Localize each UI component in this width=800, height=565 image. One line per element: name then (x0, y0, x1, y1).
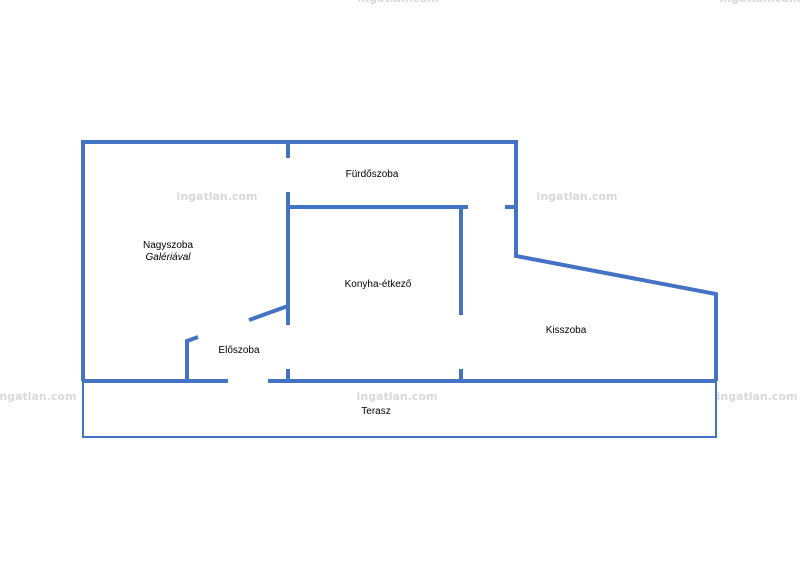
room-labels: Nagyszoba Galériával Fürdőszoba Konyha-é… (143, 169, 587, 417)
watermark-top-center: ingatlan.com (358, 0, 439, 5)
watermark-top-right: ingatlan.com (720, 0, 800, 5)
room-label-nagyszoba: Nagyszoba (143, 240, 193, 251)
room-label-kisszoba: Kisszoba (546, 325, 587, 336)
room-label-terasz: Terasz (361, 406, 390, 417)
watermark-mid-left: ingatlan.com (0, 390, 76, 403)
room-label-nagyszoba-sub: Galériával (145, 252, 191, 263)
room-label-furdoszoba: Fürdőszoba (346, 169, 399, 180)
exterior-walls (81, 140, 718, 383)
outer-wall-north-west (81, 140, 718, 381)
terrace-outline (82, 381, 717, 438)
terrace (82, 381, 717, 438)
hall-door-stub (185, 335, 199, 381)
interior-walls (185, 142, 516, 381)
watermark-mid-center: ingatlan.com (357, 390, 438, 403)
room-label-eloszoba: Előszoba (218, 345, 260, 356)
hall-diagonal-wall (248, 304, 289, 322)
room-label-konyha: Konyha-étkező (345, 279, 412, 290)
watermark-upper-left: ingatlan.com (177, 190, 258, 203)
watermark-upper-right: ingatlan.com (537, 190, 618, 203)
watermarks: ingatlan.com ingatlan.com ingatlan.com i… (0, 0, 800, 403)
watermark-mid-right: ingatlan.com (717, 390, 798, 403)
